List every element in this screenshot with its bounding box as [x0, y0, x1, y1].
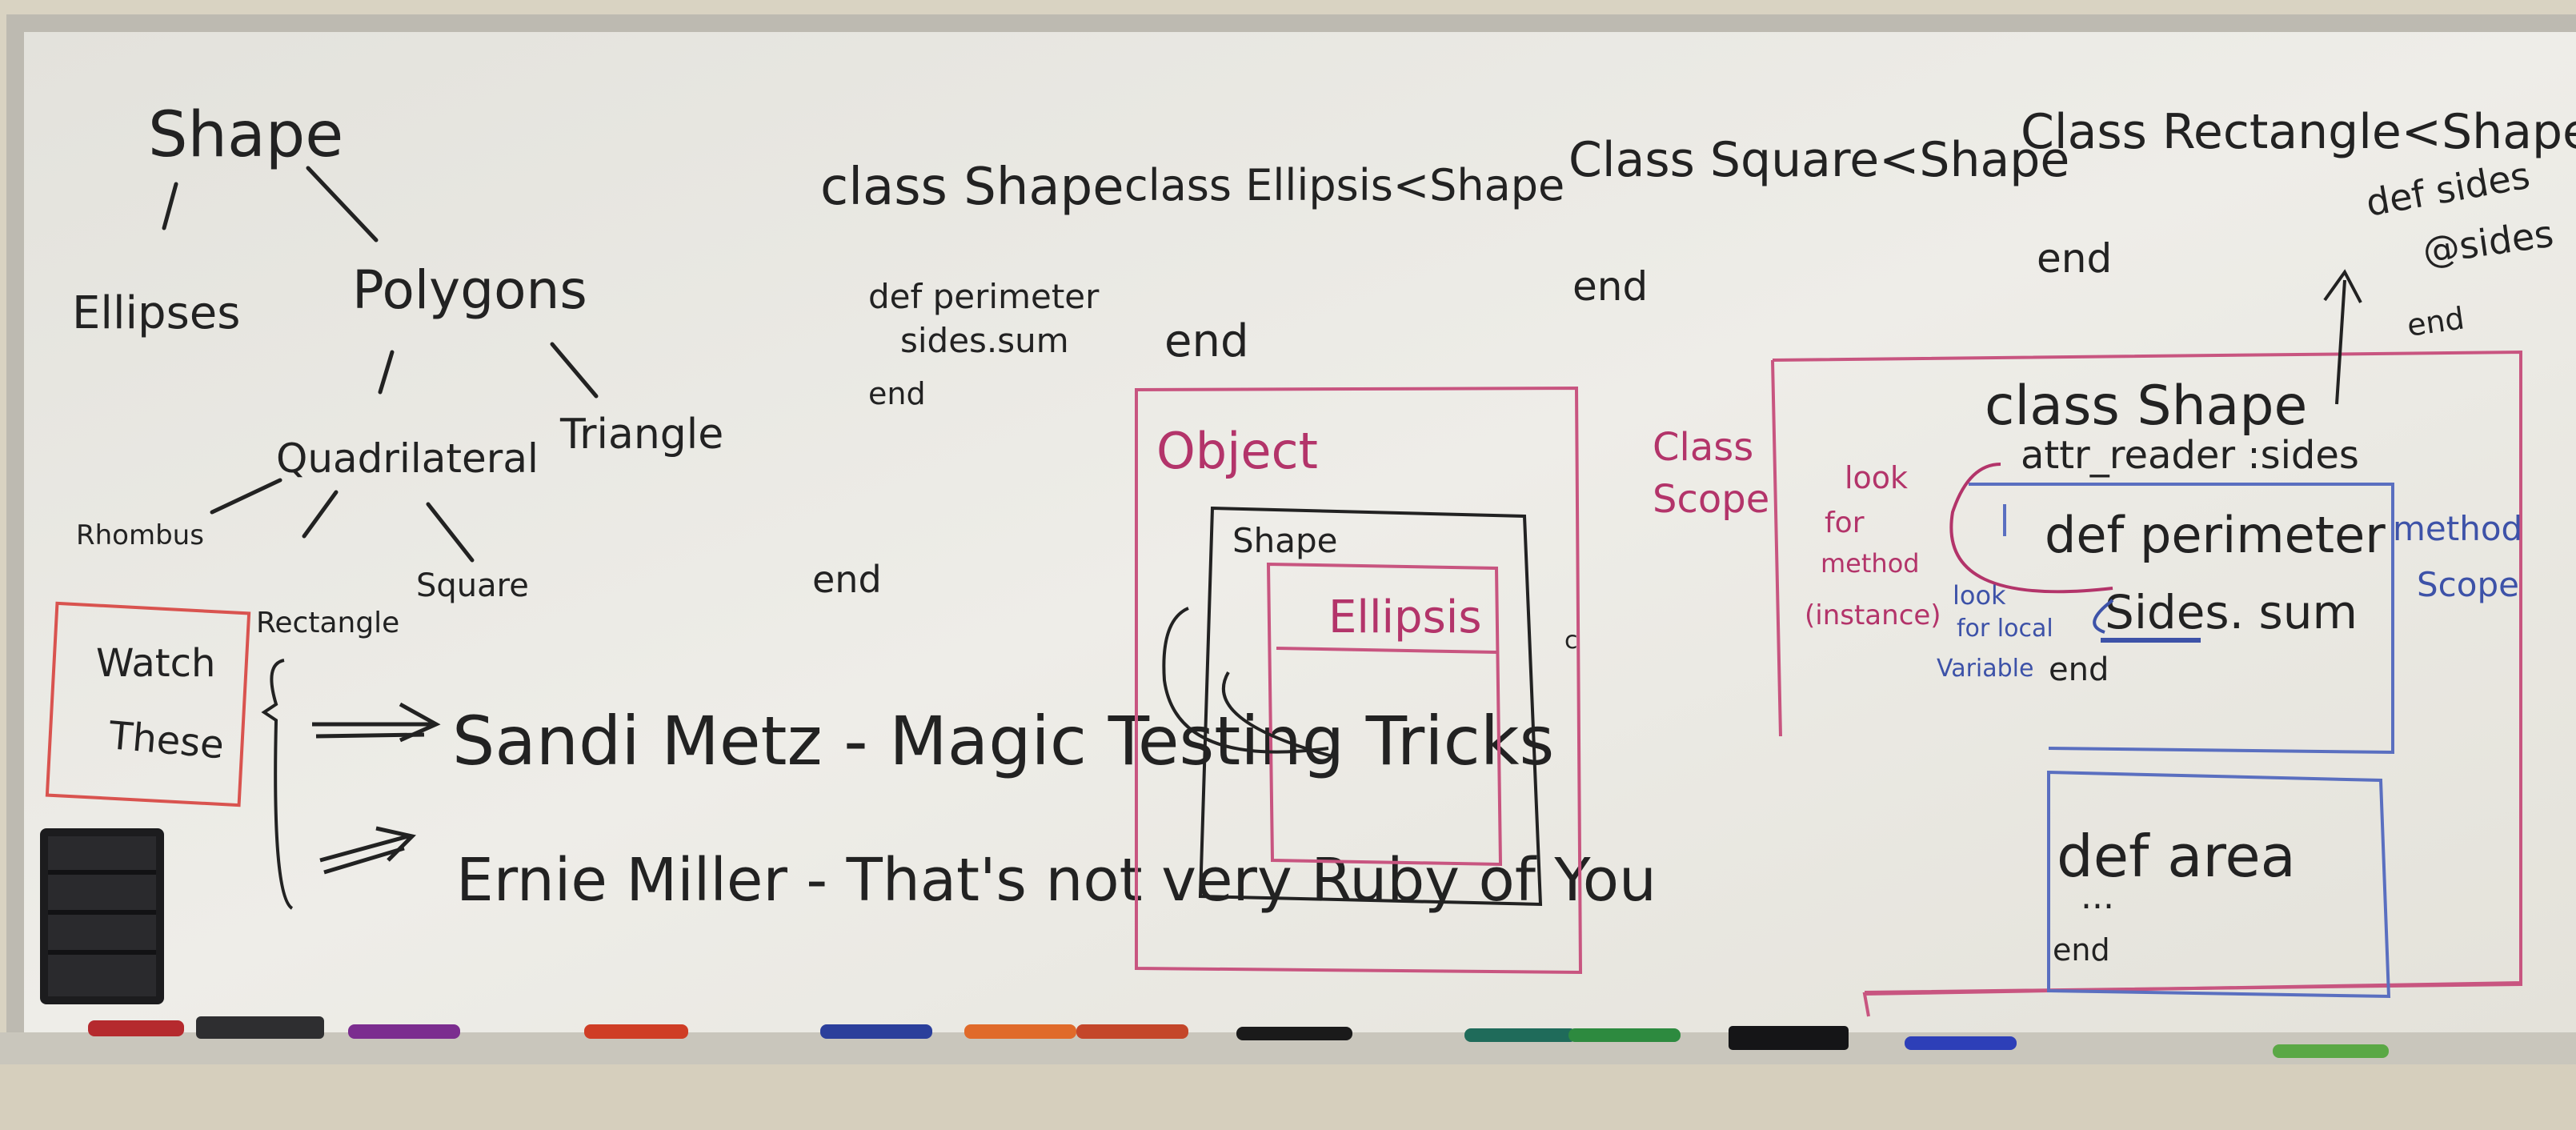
class-shape: class Shape — [820, 158, 1124, 217]
tree-quadrilateral: Quadrilateral — [276, 435, 539, 482]
square-end: end — [1572, 263, 1648, 310]
arrow-icon — [2323, 269, 2362, 405]
look-for-local-1: look — [1953, 580, 2006, 611]
tree-rectangle: Rectangle — [256, 607, 399, 639]
eraser — [40, 828, 164, 1004]
look-for-method-4: (instance) — [1805, 599, 1941, 631]
method-scope-label-2: Scope — [2417, 565, 2519, 604]
arrow-icon — [319, 826, 416, 875]
class-scope-label-1: Class — [1653, 425, 1753, 470]
stray-mark: c — [1564, 627, 1578, 655]
rectangle-def-end: end — [2405, 300, 2466, 343]
marker — [1076, 1024, 1188, 1039]
lookup-arrow — [1162, 607, 1329, 754]
watch-brace — [261, 659, 294, 910]
ellipsis-box-label: Ellipsis — [1328, 591, 1482, 643]
watch-label-1: Watch — [96, 641, 215, 686]
method-scope-box — [1969, 483, 2394, 755]
ellipsis-end: end — [1164, 315, 1249, 367]
marker — [1568, 1028, 1681, 1042]
shape-box-label: Shape — [1232, 521, 1338, 560]
look-for-method-2: for — [1825, 507, 1865, 539]
shape-def-perimeter: def perimeter — [868, 277, 1100, 316]
def-area: def area — [2057, 823, 2296, 890]
lookup-arrow — [1222, 671, 1333, 758]
class-ellipsis: class Ellipsis<Shape — [1124, 160, 1564, 210]
area-box — [2047, 770, 2391, 999]
look-for-local-3: Variable — [1937, 655, 2033, 683]
marker — [584, 1024, 688, 1039]
shape-end-1: end — [868, 376, 926, 411]
shape-sides-sum: sides.sum — [900, 321, 1069, 360]
ellipsis-box — [1266, 562, 1503, 867]
arrow-icon — [312, 702, 441, 743]
marker — [820, 1024, 932, 1039]
area-end: end — [2053, 932, 2110, 968]
marker — [88, 1020, 184, 1036]
look-for-method-3: method — [1821, 548, 1920, 579]
method-scope-label-1: method — [2393, 509, 2522, 548]
tree-square: Square — [416, 567, 529, 604]
object-box — [1135, 386, 1583, 975]
lookup-arrow — [1949, 463, 2113, 594]
object-label: Object — [1156, 422, 1318, 480]
marker — [1464, 1028, 1576, 1042]
marker — [1905, 1036, 2017, 1050]
marker — [964, 1024, 1076, 1039]
class-scope-label-2: Scope — [1653, 477, 1769, 522]
tree-ellipses: Ellipses — [72, 287, 240, 339]
eraser-small — [1729, 1026, 1849, 1050]
shape-box — [1198, 506, 1543, 907]
class-rectangle: Class Rectangle<Shape — [2021, 104, 2576, 160]
watch-label-2: These — [106, 713, 226, 767]
eraser-small — [196, 1016, 324, 1039]
shape-end-2: end — [812, 558, 882, 601]
scope-attr-reader: attr_reader :sides — [2021, 433, 2359, 478]
look-for-local-2: for local — [1957, 615, 2053, 643]
rectangle-end: end — [2037, 235, 2112, 282]
scope-class-shape: class Shape — [1985, 375, 2307, 438]
watch-box — [45, 601, 251, 807]
tree-polygons: Polygons — [352, 259, 587, 321]
class-square: Class Square<Shape — [1568, 132, 2069, 188]
lookup-arrow — [2093, 599, 2114, 634]
area-dots: ... — [2081, 876, 2114, 917]
tree-root: Shape — [148, 99, 343, 171]
scope-end: end — [2049, 651, 2109, 688]
marker — [348, 1024, 460, 1039]
tree-triangle: Triangle — [559, 411, 723, 459]
marker — [2273, 1044, 2389, 1058]
scope-sides-sum: Sides. sum — [2105, 585, 2358, 639]
look-for-method-1: look — [1845, 460, 1908, 495]
tree-rhombus: Rhombus — [76, 519, 204, 551]
scope-def-perimeter: def perimeter — [2045, 506, 2386, 564]
marker — [1236, 1027, 1352, 1040]
inheritance-tree — [162, 166, 599, 563]
watch-item-sandi: Sandi Metz - Magic Testing Tricks — [452, 702, 1554, 780]
